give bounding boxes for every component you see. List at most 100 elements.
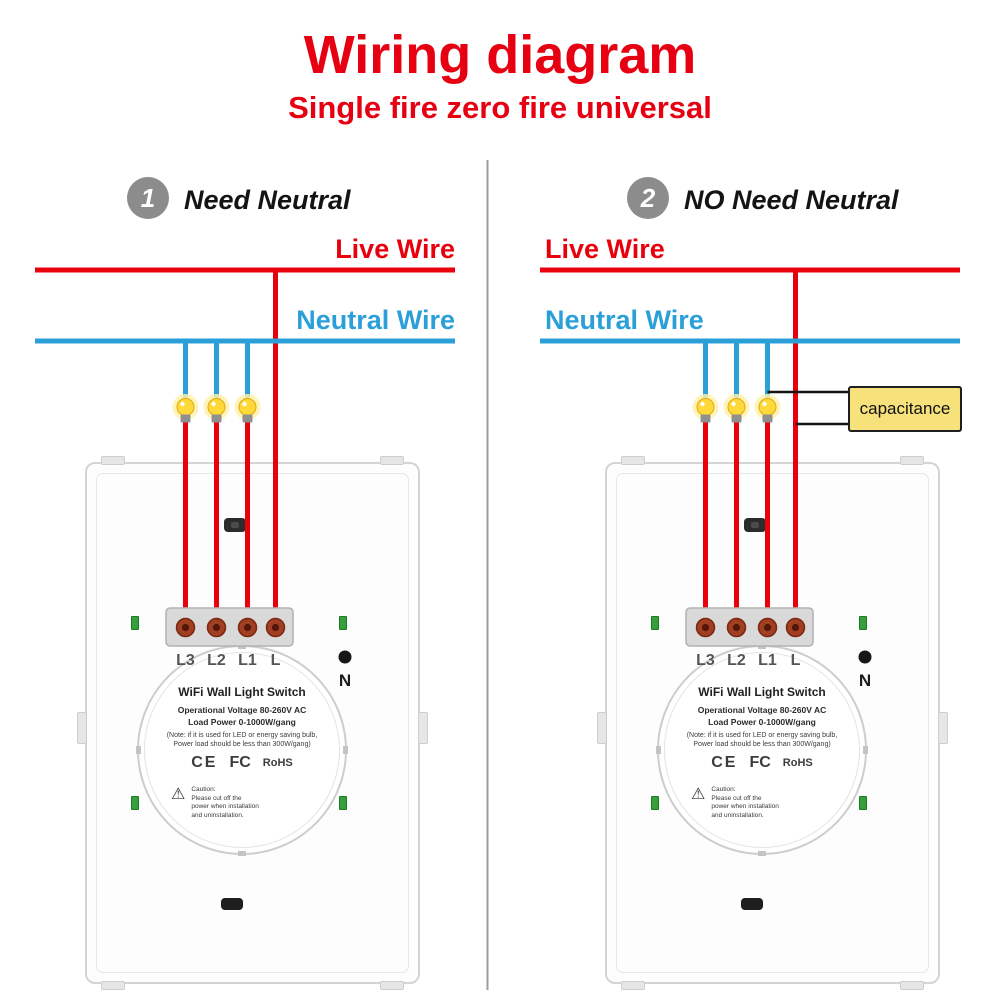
mounting-tab <box>418 712 428 744</box>
sensor-led-top <box>224 518 246 532</box>
mounting-tab <box>900 981 924 990</box>
step-badge-2: 2 <box>627 177 669 219</box>
circle-notch <box>343 746 348 754</box>
terminal-label-l1: L1 <box>758 652 777 669</box>
terminal-label-l1: L1 <box>238 652 257 669</box>
step-badge-1: 1 <box>127 177 169 219</box>
device-title: WiFi Wall Light Switch <box>698 685 826 699</box>
caution-line: Caution: <box>191 786 216 793</box>
smart-switch-device-left: WiFi Wall Light Switch Operational Volta… <box>77 456 428 990</box>
circle-notch <box>758 644 766 649</box>
caution-text: Caution: Please cut off the power when i… <box>711 786 779 820</box>
caution-line: and uninstallation. <box>191 811 244 819</box>
caution-block: ⚠ Caution: Please cut off the power when… <box>691 786 779 820</box>
mounting-tab <box>380 981 404 990</box>
mounting-tab <box>621 456 645 465</box>
warning-icon: ⚠ <box>171 786 186 803</box>
fc-mark: FC <box>749 754 771 771</box>
rohs-mark: RoHS <box>262 757 293 769</box>
ce-mark: CE <box>711 754 738 771</box>
live-wire-label-right: Live Wire <box>545 234 665 264</box>
certification-marks: CE FC RoHS <box>659 754 865 772</box>
sensor-led-bottom <box>741 898 763 910</box>
mounting-tab <box>380 456 404 465</box>
spring-clip <box>339 616 347 630</box>
mounting-tab <box>101 981 125 990</box>
note-line: Power load should be less than 300W/gang… <box>693 741 831 748</box>
fc-mark: FC <box>229 754 251 771</box>
page-title: Wiring diagram <box>303 25 697 85</box>
capacitor-box: capacitance <box>848 386 962 432</box>
circle-inner-ring <box>664 652 860 848</box>
device-inner-frame <box>616 473 929 973</box>
terminal-label-n: N <box>858 671 872 690</box>
terminal-label-l: L <box>790 652 801 669</box>
note-line: (Note: if it is used for LED or energy s… <box>686 732 838 739</box>
heading-no-need-neutral: NO Need Neutral <box>684 185 899 215</box>
circle-notch <box>758 851 766 856</box>
circle-notch <box>136 746 141 754</box>
smart-switch-device-right: WiFi Wall Light Switch Operational Volta… <box>597 456 948 990</box>
light-bulb-icon <box>172 394 199 423</box>
mounting-tab <box>597 712 607 744</box>
circle-inner-ring <box>144 652 340 848</box>
spec-line: Load Power 0-1000W/gang <box>188 717 296 727</box>
circle-notch <box>238 644 246 649</box>
spec-line: Operational Voltage 80-260V AC <box>177 705 307 715</box>
warning-icon: ⚠ <box>691 786 706 803</box>
light-bulb-icon <box>754 394 781 423</box>
neutral-wire-left <box>35 338 455 401</box>
spring-clip <box>651 616 659 630</box>
caution-line: power when installation <box>711 803 779 810</box>
sensor-led-top <box>744 518 766 532</box>
capacitor-leads <box>767 390 852 426</box>
rohs-mark: RoHS <box>782 757 813 769</box>
mounting-tab <box>101 456 125 465</box>
light-bulb-icon <box>203 394 230 423</box>
caution-line: power when installation <box>191 803 259 810</box>
caution-block: ⚠ Caution: Please cut off the power when… <box>171 786 259 820</box>
caution-text: Caution: Please cut off the power when i… <box>191 786 259 820</box>
neutral-wire-label-left: Neutral Wire <box>296 305 455 335</box>
spring-clip <box>131 616 139 630</box>
spring-clip <box>131 796 139 810</box>
terminal-label-l2: L2 <box>207 652 226 669</box>
spring-clip <box>859 796 867 810</box>
mounting-tab <box>900 456 924 465</box>
circle-notch <box>238 851 246 856</box>
caution-line: Please cut off the <box>711 794 762 802</box>
spring-clip <box>859 616 867 630</box>
neutral-wire-label-right: Neutral Wire <box>545 305 704 335</box>
terminal-label-l2: L2 <box>727 652 746 669</box>
device-title: WiFi Wall Light Switch <box>178 685 306 699</box>
heading-need-neutral: Need Neutral <box>184 185 351 215</box>
light-bulb-icon <box>234 394 261 423</box>
live-wire-label-left: Live Wire <box>335 234 455 264</box>
certification-marks: CE FC RoHS <box>139 754 345 772</box>
light-bulb-icon <box>692 394 719 423</box>
light-bulb-icon <box>723 394 750 423</box>
caution-line: Caution: <box>711 786 736 793</box>
spring-clip <box>339 796 347 810</box>
terminal-label-n: N <box>338 671 352 690</box>
caution-line: and uninstallation. <box>711 811 764 819</box>
circle-notch <box>863 746 868 754</box>
terminal-label-l3: L3 <box>176 652 195 669</box>
note-line: (Note: if it is used for LED or energy s… <box>166 732 318 739</box>
spring-clip <box>651 796 659 810</box>
note-line: Power load should be less than 300W/gang… <box>173 741 311 748</box>
device-circle-module: WiFi Wall Light Switch Operational Volta… <box>656 644 868 856</box>
terminal-label-l3: L3 <box>696 652 715 669</box>
terminal-label-l: L <box>270 652 281 669</box>
ce-mark: CE <box>191 754 218 771</box>
sensor-led-bottom <box>221 898 243 910</box>
caution-line: Please cut off the <box>191 794 242 802</box>
mounting-tab <box>77 712 87 744</box>
mounting-tab <box>938 712 948 744</box>
led-dot <box>751 522 759 528</box>
spec-line: Load Power 0-1000W/gang <box>708 717 816 727</box>
device-circle-module: WiFi Wall Light Switch Operational Volta… <box>136 644 348 856</box>
device-inner-frame <box>96 473 409 973</box>
led-dot <box>231 522 239 528</box>
